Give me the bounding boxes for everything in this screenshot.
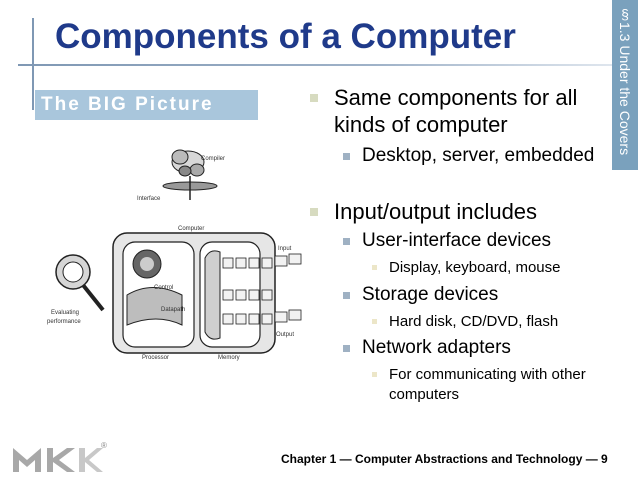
bullet-marker — [372, 265, 377, 270]
bullet-marker — [372, 372, 377, 377]
compiler-label: Compiler — [201, 156, 225, 162]
slide-footer: Chapter 1 — Computer Abstractions and Te… — [281, 452, 608, 466]
computer-label: Computer — [178, 226, 204, 232]
processor-label: Processor — [142, 355, 169, 361]
control-label: Control — [154, 285, 173, 291]
mk-logo: ® — [13, 441, 107, 472]
bullet-text: Storage devices — [362, 284, 499, 305]
registered-mark: ® — [101, 441, 107, 450]
bullet-marker — [343, 153, 350, 160]
bullet-marker — [310, 208, 318, 216]
memory-blocks — [222, 289, 273, 301]
bullet-text: Desktop, server, embedded — [362, 145, 595, 166]
bullet-text: Hard disk, CD/DVD, flash — [389, 313, 559, 330]
bullet-marker — [343, 238, 350, 245]
section-tag: §1.3 Under the Covers — [617, 6, 633, 156]
performance-label: performance — [47, 319, 81, 325]
bullet-text: Input/output includes — [334, 199, 538, 224]
title-underline — [18, 64, 612, 66]
bullet-marker — [372, 319, 377, 324]
section-sidebar — [612, 0, 638, 170]
bullet-text: Display, keyboard, mouse — [389, 259, 561, 276]
big-picture-label: The BIG Picture — [41, 94, 214, 115]
compiler-graphic — [162, 149, 218, 200]
big-picture-badge — [35, 90, 258, 120]
bullet-marker — [310, 94, 318, 102]
output-label: Output — [276, 332, 294, 338]
input-blocks — [222, 253, 302, 269]
computer-components-figure: Compiler Interface Computer Control Data… — [47, 149, 302, 361]
magnifier-icon — [55, 254, 105, 312]
input-label: Input — [278, 246, 292, 252]
interface-label: Interface — [137, 196, 161, 202]
bullet-text: Same components for all kinds of compute… — [334, 85, 578, 137]
datapath-label: Datapath — [161, 307, 185, 313]
output-blocks — [222, 309, 302, 325]
bullet-marker — [343, 292, 350, 299]
bullet-text: User-interface devices — [362, 230, 552, 251]
bullet-text: Network adapters — [362, 337, 511, 358]
computer-enclosure — [112, 232, 276, 354]
bullet-marker — [343, 345, 350, 352]
slide-title: Components of a Computer — [55, 17, 516, 56]
evaluating-label: Evaluating — [51, 310, 79, 316]
memory-label: Memory — [218, 355, 240, 361]
bullet-text: For communicating with other computers — [389, 366, 586, 403]
